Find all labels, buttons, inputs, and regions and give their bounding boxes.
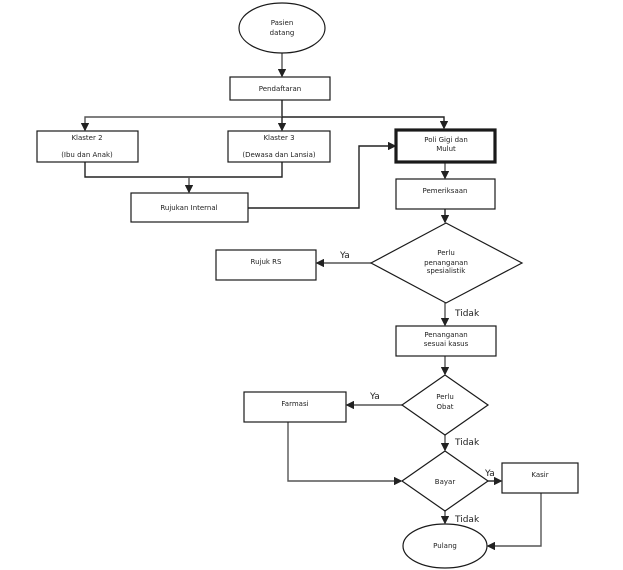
edge-farmasi-bayar [287,422,403,486]
node-penanganan-line1: Penanganan [424,331,467,339]
node-kasir-label: Kasir [531,471,548,479]
node-klaster3: Klaster 3 (Dewasa dan Lansia) [227,130,331,163]
node-klaster3-line2: (Dewasa dan Lansia) [242,151,316,159]
node-pulang-label: Pulang [433,542,457,550]
edges [80,53,542,551]
node-perlu-spesialistik: Perlu penanganan spesialistik [369,222,524,304]
node-rujuk-rs: Rujuk RS [215,249,317,281]
edge-label-tidak-penanganan: Tidak [454,309,480,319]
node-start-line2: datang [270,29,295,37]
node-pemeriksaan: Pemeriksaan [395,178,496,210]
node-perlu-spesialistik-line2: penanganan [424,259,468,267]
node-klaster2-line1: Klaster 2 [71,134,102,142]
node-rujukan-internal: Rujukan Internal [130,192,249,223]
node-penanganan: Penanganan sesuai kasus [395,325,497,357]
node-farmasi: Farmasi [243,391,347,423]
node-pendaftaran-label: Pendaftaran [259,85,301,93]
node-klaster3-line1: Klaster 3 [263,134,294,142]
edge-label-ya-rujuk: Ya [339,251,350,261]
node-pemeriksaan-label: Pemeriksaan [423,187,468,195]
node-perlu-obat: Perlu Obat [400,374,490,436]
node-penanganan-line2: sesuai kasus [424,340,469,348]
edge-pendaftaran-klaster2 [80,116,282,132]
node-poli-gigi: Poli Gigi dan Mulut [394,128,497,164]
node-pendaftaran: Pendaftaran [229,76,331,101]
node-perlu-obat-line2: Obat [437,403,454,411]
edge-label-tidak-pulang: Tidak [454,515,480,525]
node-farmasi-label: Farmasi [281,400,308,408]
node-perlu-spesialistik-line1: Perlu [437,249,455,257]
node-klaster2: Klaster 2 (Ibu dan Anak) [36,130,139,163]
node-rujuk-rs-label: Rujuk RS [251,258,283,266]
node-start: Pasien datang [238,2,326,54]
node-pulang: Pulang [402,523,488,569]
node-klaster2-line2: (Ibu dan Anak) [61,151,113,159]
edge-rujukan-poli [248,141,397,209]
edge-label-ya-farmasi: Ya [369,392,380,402]
node-kasir: Kasir [501,462,579,494]
edge-label-tidak-bayar: Tidak [454,438,480,448]
node-bayar-label: Bayar [435,478,456,486]
edge-klaster2-merge [84,162,283,178]
edge-pendaftaran-poli [282,116,449,130]
node-perlu-obat-line1: Perlu [436,393,454,401]
node-perlu-spesialistik-line3: spesialistik [427,267,467,275]
node-bayar: Bayar [400,450,490,512]
node-poli-gigi-line2: Mulut [436,145,456,153]
node-rujukan-internal-label: Rujukan Internal [160,204,217,212]
node-start-line1: Pasien [271,19,294,27]
node-poli-gigi-line1: Poli Gigi dan [424,136,468,144]
edge-kasir-pulang [486,493,542,551]
edge-label-ya-kasir: Ya [484,469,495,479]
